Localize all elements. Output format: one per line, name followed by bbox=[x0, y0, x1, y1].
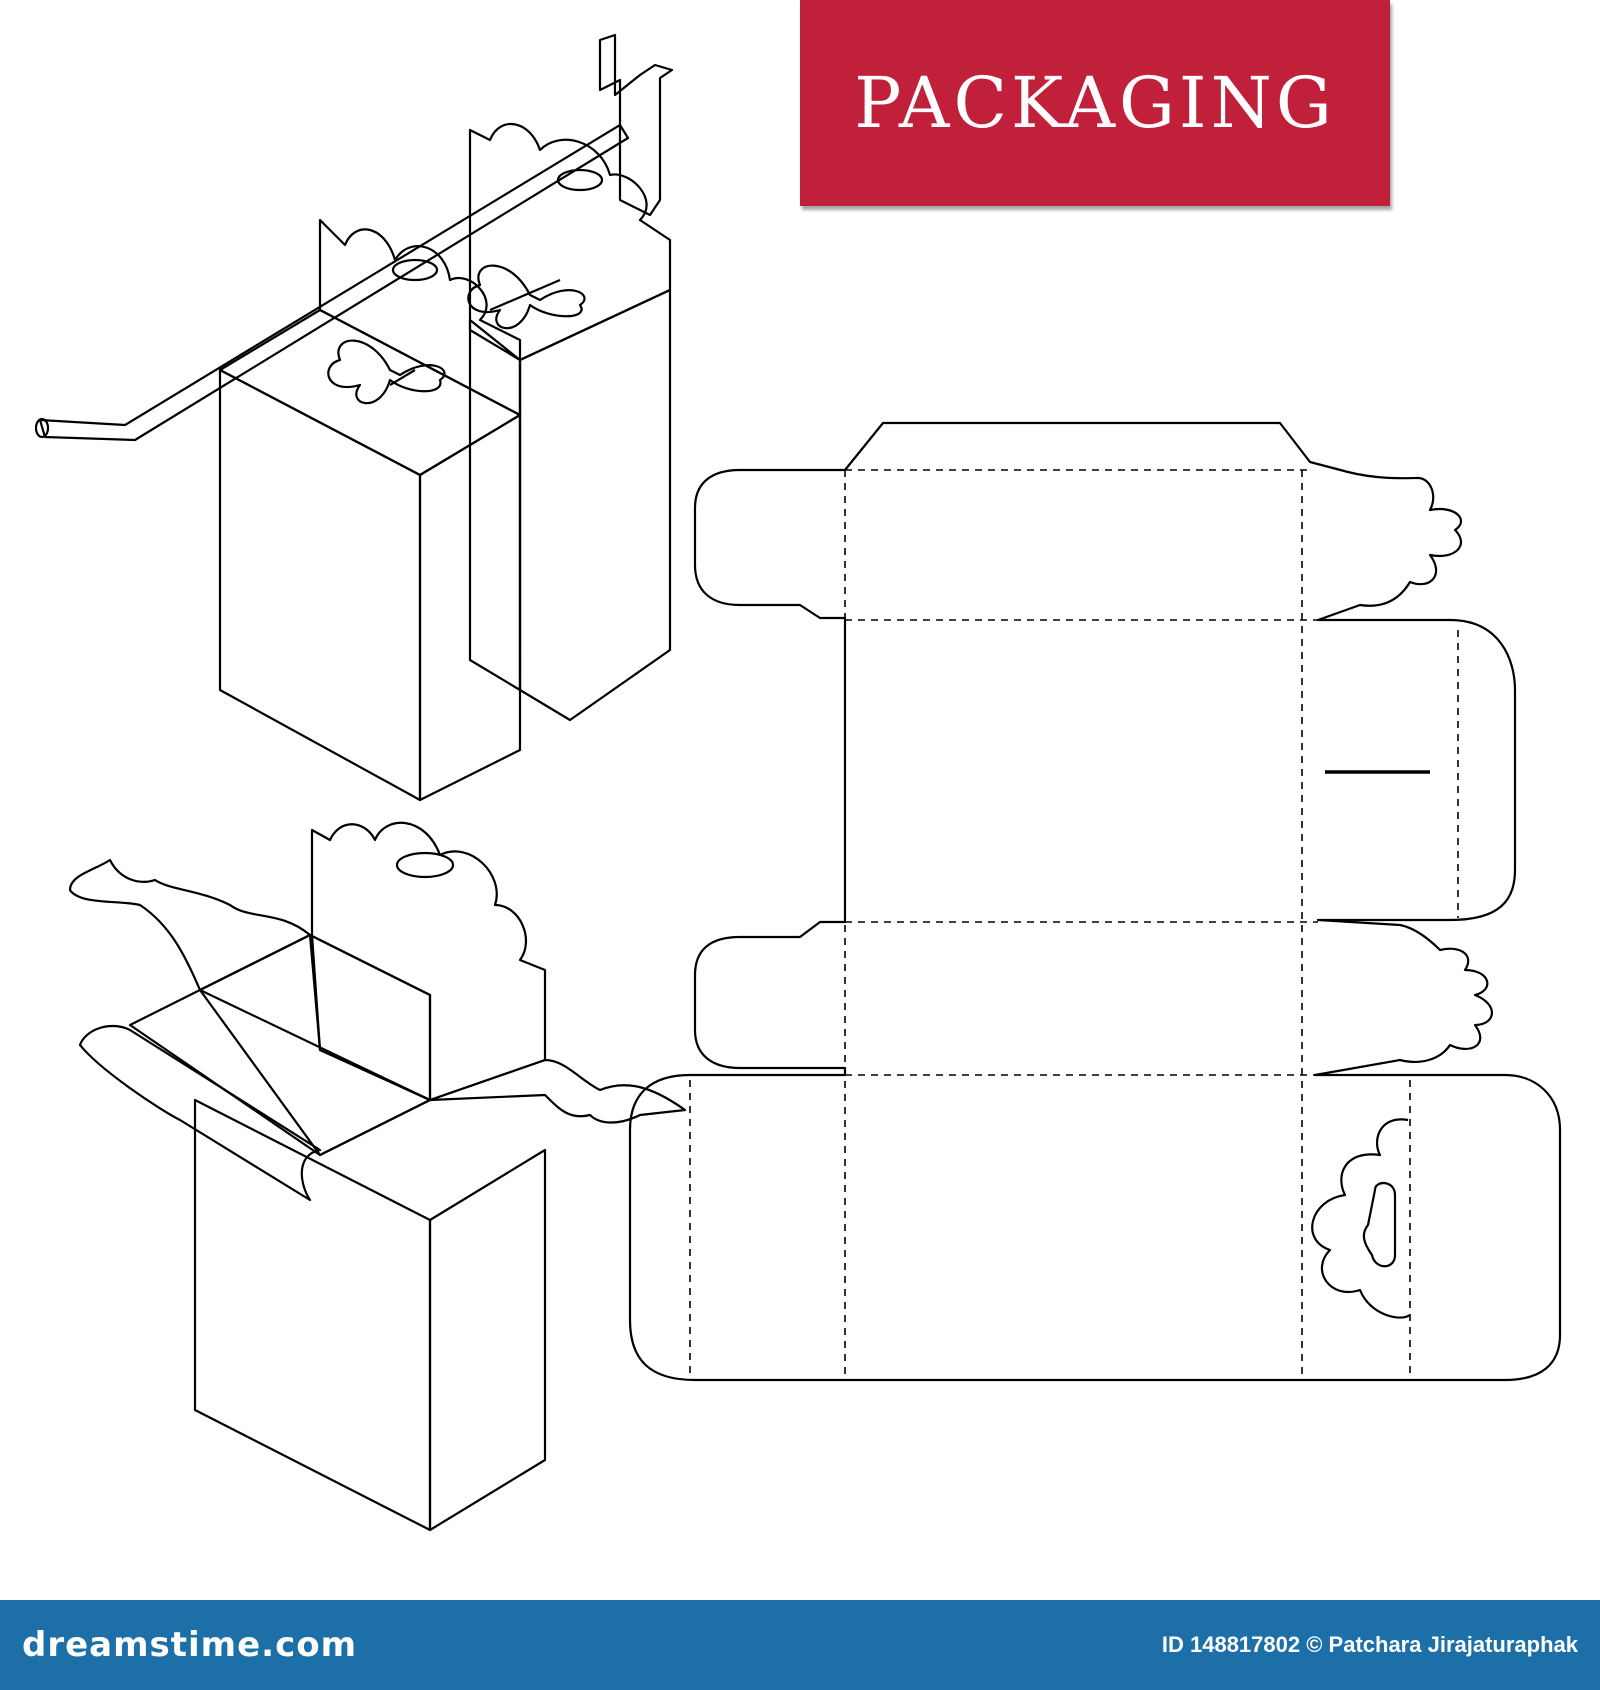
back-box bbox=[468, 122, 672, 722]
hanging-boxes-isometric bbox=[34, 33, 674, 802]
footer-credit: ID 148817802 © Patchara Jirajaturaphak bbox=[1161, 1632, 1578, 1657]
peg-rod bbox=[34, 123, 630, 442]
box-dieline bbox=[628, 421, 1562, 1382]
packaging-illustration bbox=[34, 33, 1562, 1532]
title-badge: PACKAGING bbox=[800, 0, 1390, 206]
butterfly-icon bbox=[467, 264, 586, 330]
peg-hook bbox=[598, 33, 674, 217]
open-box-isometric bbox=[68, 821, 687, 1532]
footer-bar: dreamstime.com ID 148817802 © Patchara J… bbox=[0, 1600, 1600, 1690]
footer-logo: dreamstime.com bbox=[22, 1625, 358, 1665]
page-title: PACKAGING bbox=[854, 62, 1336, 144]
butterfly-icon bbox=[327, 339, 446, 405]
front-box bbox=[218, 218, 586, 802]
